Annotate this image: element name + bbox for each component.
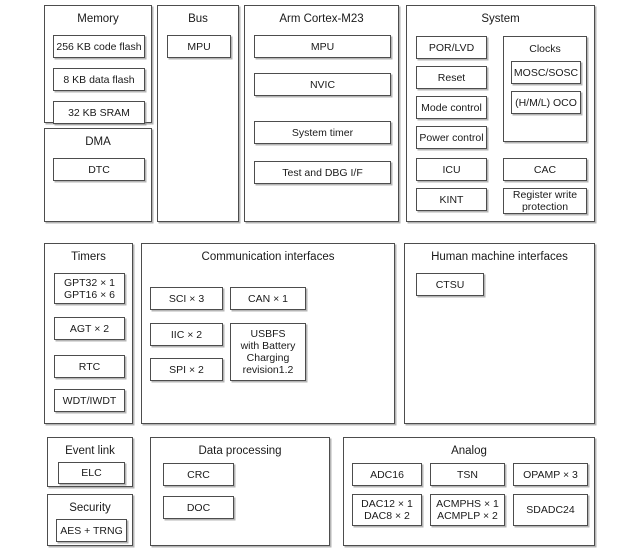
subgroup-clocks-title: Clocks	[529, 43, 561, 55]
block-sci: SCI × 3	[150, 287, 223, 310]
block-code-flash: 256 KB code flash	[53, 35, 145, 58]
block-dtc: DTC	[53, 158, 145, 181]
block-por-lvd: POR/LVD	[416, 36, 487, 59]
block-can: CAN × 1	[230, 287, 306, 310]
block-crc: CRC	[163, 463, 234, 486]
block-kint: KINT	[416, 188, 487, 211]
block-nvic: NVIC	[254, 73, 391, 96]
block-gpt: GPT32 × 1 GPT16 × 6	[54, 273, 125, 304]
group-system-title: System	[481, 13, 520, 25]
block-system-timer: System timer	[254, 121, 391, 144]
block-ctsu: CTSU	[416, 273, 484, 296]
block-rtc: RTC	[54, 355, 125, 378]
group-data-processing-title: Data processing	[198, 445, 282, 457]
group-dma: DMA DTC	[44, 128, 152, 222]
group-communication-interfaces-title: Communication interfaces	[201, 251, 335, 263]
group-memory: Memory 256 KB code flash 8 KB data flash…	[44, 5, 152, 124]
block-dac: DAC12 × 1 DAC8 × 2	[352, 494, 422, 526]
group-security-title: Security	[69, 502, 111, 514]
group-bus-title: Bus	[188, 13, 208, 25]
group-security: Security AES + TRNG	[47, 494, 133, 546]
block-mode-control: Mode control	[416, 96, 487, 119]
block-cpu-mpu: MPU	[254, 35, 391, 58]
block-sdadc24: SDADC24	[513, 494, 588, 526]
block-data-flash: 8 KB data flash	[53, 68, 145, 91]
block-usbfs: USBFS with Battery Charging revision1.2	[230, 323, 306, 381]
block-elc: ELC	[58, 462, 125, 484]
group-human-machine-interfaces-title: Human machine interfaces	[431, 251, 568, 263]
block-power-control: Power control	[416, 126, 487, 149]
group-system: System POR/LVD Reset Mode control Power …	[406, 5, 595, 222]
group-data-processing: Data processing CRC DOC	[150, 437, 330, 546]
group-human-machine-interfaces: Human machine interfaces CTSU	[404, 243, 595, 424]
block-acmp: ACMPHS × 1 ACMPLP × 2	[430, 494, 505, 526]
block-mosc-sosc: MOSC/SOSC	[511, 61, 581, 84]
block-bus-mpu: MPU	[167, 35, 231, 58]
block-spi: SPI × 2	[150, 358, 223, 381]
block-opamp: OPAMP × 3	[513, 463, 588, 486]
group-event-link: Event link ELC	[47, 437, 133, 487]
group-bus: Bus MPU	[157, 5, 239, 222]
block-cac: CAC	[503, 158, 587, 181]
subgroup-clocks: Clocks MOSC/SOSC (H/M/L) OCO	[503, 36, 587, 142]
group-memory-title: Memory	[77, 13, 119, 25]
block-tsn: TSN	[430, 463, 505, 486]
group-cpu: Arm Cortex-M23 MPU NVIC System timer Tes…	[244, 5, 399, 222]
block-sram: 32 KB SRAM	[53, 101, 145, 124]
group-event-link-title: Event link	[65, 445, 115, 457]
block-register-write-protection: Register write protection	[503, 188, 587, 214]
group-analog: Analog ADC16 TSN OPAMP × 3 DAC12 × 1 DAC…	[343, 437, 595, 546]
block-doc: DOC	[163, 496, 234, 519]
block-icu: ICU	[416, 158, 487, 181]
group-communication-interfaces: Communication interfaces SCI × 3 CAN × 1…	[141, 243, 395, 424]
group-analog-title: Analog	[451, 445, 487, 457]
group-timers-title: Timers	[71, 251, 106, 263]
block-wdt-iwdt: WDT/IWDT	[54, 389, 125, 412]
block-reset: Reset	[416, 66, 487, 89]
group-dma-title: DMA	[85, 136, 111, 148]
block-adc16: ADC16	[352, 463, 422, 486]
group-cpu-title: Arm Cortex-M23	[279, 13, 364, 25]
block-agt: AGT × 2	[54, 317, 125, 340]
block-oco: (H/M/L) OCO	[511, 91, 581, 114]
group-timers: Timers GPT32 × 1 GPT16 × 6 AGT × 2 RTC W…	[44, 243, 133, 424]
block-aes-trng: AES + TRNG	[56, 519, 127, 542]
block-iic: IIC × 2	[150, 323, 223, 346]
block-test-dbg-if: Test and DBG I/F	[254, 161, 391, 184]
